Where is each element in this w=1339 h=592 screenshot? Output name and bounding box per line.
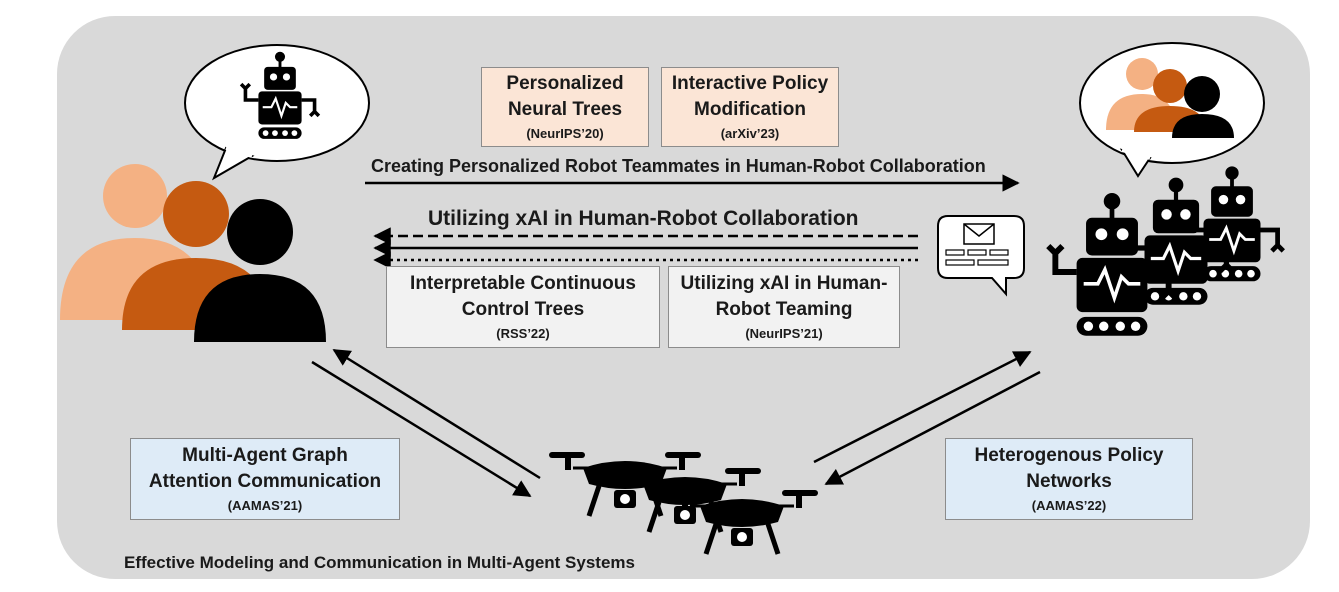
people-icon <box>1106 58 1234 138</box>
utilizing-xai-box: Utilizing xAI in Human-Robot Teaming (Ne… <box>668 266 900 348</box>
box-title: Interactive Policy Modification <box>671 73 829 120</box>
multi-agent-graph-attention-box: Multi-Agent Graph Attention Communicatio… <box>130 438 400 520</box>
box-venue: (NeurIPS’21) <box>745 326 823 341</box>
box-venue: (arXiv’23) <box>720 126 780 141</box>
box-title: Multi-Agent Graph Attention Communicatio… <box>148 445 382 492</box>
box-title: Heterogenous Policy Networks <box>974 445 1164 492</box>
interactive-policy-modification-box: Interactive Policy Modification (arXiv’2… <box>661 67 839 147</box>
box-venue: (AAMAS’22) <box>1031 498 1107 513</box>
people-thought-bubble <box>1079 42 1265 178</box>
mid-arrow-label: Utilizing xAI in Human-Robot Collaborati… <box>428 207 859 230</box>
interpretable-continuous-control-trees-box: Interpretable Continuous Control Trees (… <box>386 266 660 348</box>
arrow-drones-to-robots <box>813 350 1032 464</box>
heterogenous-policy-networks-box: Heterogenous Policy Networks (AAMAS’22) <box>945 438 1193 520</box>
box-venue: (AAMAS’21) <box>227 498 303 513</box>
bottom-label: Effective Modeling and Communication in … <box>124 553 635 572</box>
message-icon <box>937 215 1025 297</box>
box-title: Utilizing xAI in Human-Robot Teaming <box>680 273 888 320</box>
robot-thought-bubble <box>184 44 370 181</box>
top-arrow-label: Creating Personalized Robot Teammates in… <box>371 156 986 176</box>
personalized-neural-trees-box: Personalized Neural Trees (NeurIPS’20) <box>481 67 649 147</box>
arrow-robots-to-drones <box>824 370 1041 486</box>
arrow-humans-to-drones <box>311 360 532 498</box>
box-title: Personalized Neural Trees <box>506 73 624 120</box>
box-venue: (RSS’22) <box>496 326 550 341</box>
arrow-drones-to-humans <box>332 348 541 480</box>
box-venue: (NeurIPS’20) <box>526 126 604 141</box>
box-title: Interpretable Continuous Control Trees <box>410 273 636 320</box>
human-team-icon <box>60 164 326 342</box>
